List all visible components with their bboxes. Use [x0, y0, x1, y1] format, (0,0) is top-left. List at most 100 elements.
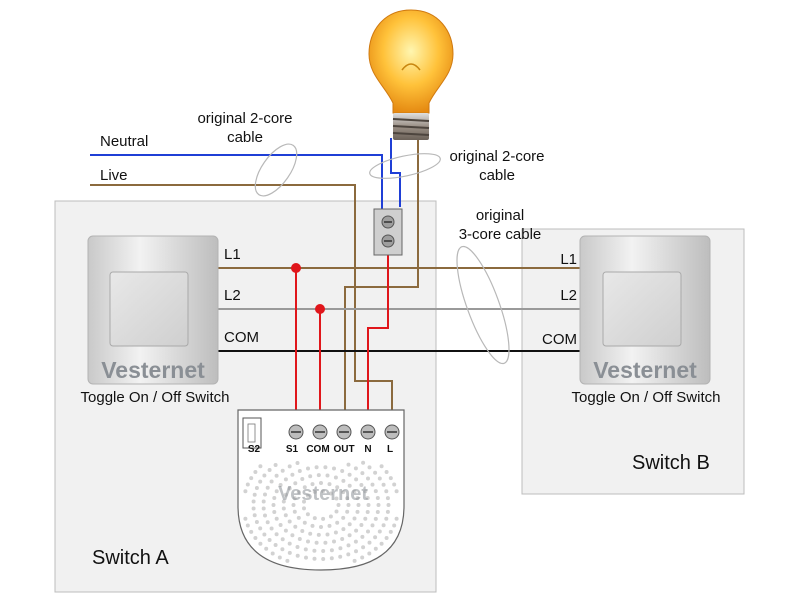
module-dot [377, 529, 382, 534]
cable-2core-right-line1: original 2-core [449, 148, 544, 165]
module-dot [267, 468, 272, 472]
module-dot [270, 551, 275, 556]
module-dot [263, 492, 267, 497]
module-dot [328, 514, 333, 519]
module-dot [360, 534, 365, 539]
module-dot [316, 473, 321, 478]
module-dot [354, 477, 359, 482]
module-dot [269, 479, 274, 484]
module-dot [249, 529, 254, 534]
module-dot [261, 499, 266, 504]
l2-label-a: L2 [224, 287, 241, 304]
module-dot [262, 532, 267, 537]
module-dot [341, 478, 346, 483]
module-dot [360, 555, 365, 560]
switch-b-rocker[interactable] [602, 271, 682, 347]
module-dot [283, 477, 288, 482]
module-dot [388, 476, 393, 481]
module-dot [379, 541, 384, 546]
module-dot [295, 461, 300, 465]
l2-label-b: L2 [560, 287, 577, 304]
module-dot [253, 536, 258, 540]
cable-2core-right-line2: cable [479, 167, 515, 184]
module-dot [384, 536, 389, 540]
switch-a-title: Switch A [92, 547, 169, 569]
module-dot [325, 473, 330, 478]
module-dot [305, 512, 310, 517]
module-dot [377, 476, 382, 481]
module-dot [321, 557, 326, 561]
module-dot [345, 509, 350, 514]
module-dot [381, 523, 386, 528]
module-dot [312, 556, 317, 561]
module-dot [252, 513, 257, 518]
module-dot [335, 485, 340, 490]
module-dot [329, 548, 334, 553]
module-dot [245, 482, 250, 487]
module-dot [300, 529, 305, 533]
module-dot [366, 476, 370, 481]
module-dot [302, 499, 306, 504]
module-dot [323, 540, 328, 545]
module-dot [272, 496, 277, 500]
module-dot [338, 546, 343, 551]
module-dot [297, 469, 302, 473]
module-dot [267, 538, 272, 542]
module-dot [384, 516, 389, 521]
module-dot [325, 532, 330, 537]
module-dot [306, 539, 310, 544]
module-dot [254, 486, 259, 490]
module-dot [312, 548, 317, 553]
module-dot [370, 482, 375, 487]
switch-a-brand: Vesternet [101, 357, 205, 383]
switch-a-caption: Toggle On / Off Switch [81, 389, 230, 406]
module-dot [265, 520, 270, 525]
module-dot [359, 483, 364, 487]
cable-ring-2core-left [254, 143, 298, 197]
module-dot [296, 490, 301, 495]
module-dot [336, 503, 341, 507]
module-dot [352, 558, 357, 563]
module-dot [373, 516, 378, 521]
module-dot [264, 546, 269, 551]
module-dot [261, 506, 266, 511]
switch-b-caption: Toggle On / Off Switch [572, 389, 721, 406]
module-dot [388, 529, 393, 534]
module-dot [332, 539, 336, 544]
module-dot [252, 492, 257, 497]
l1-label-a: L1 [224, 246, 241, 263]
module-dot [293, 524, 298, 529]
switch-a-rocker[interactable] [109, 271, 189, 347]
module-dot [285, 558, 290, 563]
module-dot [328, 491, 333, 496]
module-dot [314, 540, 319, 545]
module-dot [370, 523, 375, 528]
module-dot [340, 537, 345, 541]
module-dot [333, 530, 338, 535]
module-dot [296, 515, 301, 520]
module-dot [346, 462, 351, 467]
module-dot [376, 503, 381, 507]
module-dot [302, 506, 306, 511]
module-dot [312, 516, 317, 521]
cable-3core-line2: 3-core cable [459, 226, 542, 243]
module-dot [274, 489, 279, 494]
switch-b-device: Vesternet [579, 235, 711, 385]
module-dot [304, 555, 308, 560]
terminal-label-out: OUT [333, 444, 354, 455]
module-dot [353, 466, 358, 471]
module-dot [356, 503, 361, 507]
module-dot [384, 470, 389, 474]
module-dot [297, 537, 302, 541]
module-dot [287, 464, 292, 469]
module-dot [321, 489, 326, 494]
module-dot [381, 482, 386, 487]
module-dot [278, 523, 283, 527]
module-dot [327, 482, 332, 487]
wires [90, 138, 585, 418]
module-dot [314, 465, 319, 470]
module-dot [287, 541, 292, 546]
cable-ring-2core-right [369, 153, 441, 179]
module-dot [283, 513, 288, 518]
module-dot [341, 490, 346, 495]
